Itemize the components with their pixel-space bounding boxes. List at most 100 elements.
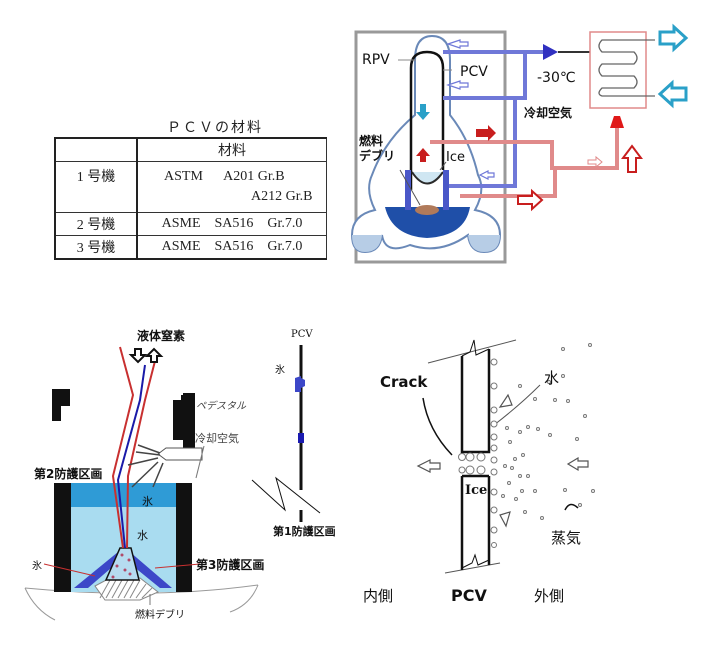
- fuel-debris-line2: デブリ: [359, 149, 396, 163]
- ice-label-2: 氷: [275, 365, 285, 376]
- material-line: A212 Gr.B: [251, 189, 313, 204]
- hot-fan-icon: [610, 116, 624, 128]
- bubble: [566, 399, 570, 403]
- header-cell-material: 材料: [136, 137, 327, 162]
- fuel-debris-line1: 燃料: [359, 134, 384, 148]
- unit-cell: 3 号機: [54, 235, 138, 260]
- pcv-material-table: 材料 1 号機 ASTM A201 Gr.B A212 Gr.B 2 号機 AS…: [54, 137, 327, 260]
- bubble: [561, 347, 565, 351]
- bubble: [490, 420, 498, 428]
- wall-left: [54, 483, 71, 592]
- fuel-debris-label: 燃料 デブリ: [359, 134, 395, 164]
- water-label: 水: [137, 529, 148, 542]
- outside-label: 外側: [534, 587, 565, 605]
- water-label-2: 水: [544, 369, 560, 387]
- bubble: [490, 358, 498, 366]
- bubble: [508, 440, 512, 444]
- bubble: [458, 453, 466, 461]
- arrow-down-icon: [128, 348, 148, 364]
- bubble: [526, 425, 530, 429]
- bubble: [490, 468, 498, 476]
- bubble: [520, 489, 524, 493]
- arrow-right-cyan-icon: [658, 23, 689, 53]
- pedestal-label: ペデスタル: [196, 401, 246, 412]
- hot-air-pipes: [430, 128, 619, 198]
- bubble: [561, 374, 565, 378]
- arrow-left-inside-icon: [416, 459, 441, 473]
- bubble: [490, 488, 498, 496]
- bubble: [521, 453, 525, 457]
- torus-right: [468, 235, 500, 252]
- pcv-wall-lower: [460, 474, 491, 570]
- arrow-left-cyan-icon: [657, 79, 688, 109]
- crack-label: Crack: [380, 373, 428, 391]
- nitrogen-pipe-outer-left: [111, 346, 135, 549]
- bubble: [575, 437, 579, 441]
- bubble: [505, 426, 509, 430]
- crack-leader: [422, 397, 453, 456]
- pedestal-right: [443, 170, 449, 210]
- bubble: [465, 452, 475, 462]
- bubble: [578, 503, 582, 507]
- table-title: ＰＣＶの材料: [167, 120, 263, 136]
- arrow-right-red-outline-icon: [517, 188, 544, 212]
- inside-label: 内側: [363, 587, 394, 605]
- arrow-down-cyan-icon: [416, 104, 430, 120]
- cold-air-pipes: [443, 50, 545, 188]
- steam-leader: [564, 503, 579, 511]
- arrow-right-small-icon: [587, 155, 603, 169]
- bubble: [553, 398, 557, 402]
- bubble: [513, 457, 517, 461]
- material-cell: ASME SA516 Gr.7.0: [136, 235, 327, 260]
- bubble: [548, 433, 552, 437]
- bubble: [476, 452, 486, 462]
- bubble: [510, 466, 514, 470]
- table-row: 2 号機 ASME SA516 Gr.7.0: [54, 212, 327, 236]
- ice-patch-upper: [295, 376, 305, 392]
- arrow-left-icon: [478, 170, 495, 180]
- arrow-down-left-icon: [498, 393, 513, 408]
- water-leader: [493, 384, 541, 426]
- table-header-row: 材料: [54, 137, 327, 162]
- bubble: [490, 433, 498, 441]
- bubble: [490, 382, 498, 390]
- barrier1-label: 第1防護区画: [273, 525, 336, 538]
- nitrogen-pipe-inner: [116, 364, 146, 549]
- bubble: [523, 510, 527, 514]
- temperature-label: -30℃: [537, 70, 576, 86]
- liquid-nitrogen-label: 液体窒素: [137, 329, 186, 343]
- steam-bubbles: [458, 343, 595, 548]
- bubble: [490, 406, 498, 414]
- bubble: [490, 456, 498, 464]
- bubble: [458, 466, 466, 474]
- bubble: [514, 497, 518, 501]
- cooling-air-label-2: 冷却空気: [195, 432, 239, 445]
- arrow-right-red-icon: [476, 125, 496, 141]
- arrow-up-icon: [144, 347, 164, 363]
- ice-label-3: Ice: [465, 483, 488, 498]
- table-row: 3 号機 ASME SA516 Gr.7.0: [54, 235, 327, 260]
- unit-cell: 2 号機: [54, 212, 138, 236]
- break-symbol: [251, 476, 321, 514]
- material-line: ASTM A201 Gr.B: [164, 169, 285, 184]
- pcv-wall-upper: [460, 349, 491, 454]
- ice-layer: [71, 483, 176, 507]
- bubble: [490, 506, 498, 514]
- rpv-label: RPV: [362, 52, 390, 68]
- arrow-left-steam-icon: [566, 456, 589, 472]
- bubble: [503, 464, 507, 468]
- bubble: [563, 488, 567, 492]
- bubble: [465, 465, 475, 475]
- barrier2-label: 第2防護区画: [34, 467, 103, 481]
- cooling-coil: [598, 39, 655, 97]
- pedestal-left: [405, 170, 411, 210]
- bubble: [591, 489, 595, 493]
- torus-left: [352, 235, 382, 252]
- header-cell-empty: [54, 137, 138, 162]
- bubble: [588, 343, 592, 347]
- water-pool: [385, 207, 470, 238]
- ice-patch-lower: [298, 433, 304, 443]
- arrow-up-red-icon: [416, 148, 430, 162]
